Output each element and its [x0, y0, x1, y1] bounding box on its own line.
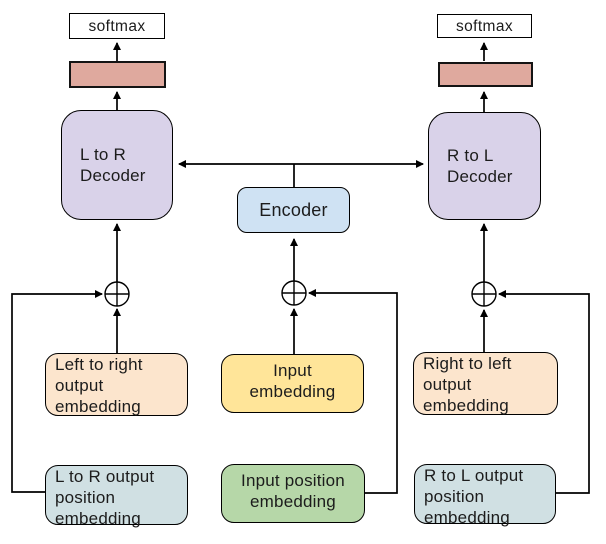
encoder-box: Encoder: [237, 187, 350, 233]
output-embedding-box-right: Right to left output embedding: [413, 352, 558, 415]
plus-circle-icon-center: [281, 280, 307, 306]
connector-position-to-add-right: [498, 290, 590, 494]
input-embedding-box: Input embedding: [221, 354, 364, 413]
softmax-box-right: softmax: [437, 14, 532, 38]
position-embedding-box-right: R to L output position embedding: [414, 464, 556, 527]
connector-position-to-add-left: [11, 290, 103, 493]
connector-position-to-add-center: [308, 289, 398, 494]
decoder-box-left: L to R Decoder: [61, 110, 173, 220]
projection-bar-right: [438, 62, 533, 87]
input-position-embedding-box: Input position embedding: [221, 464, 365, 523]
projection-bar-left: [69, 61, 166, 88]
position-embedding-box-left: L to R output position embedding: [45, 465, 188, 528]
output-embedding-box-left: Left to right output embedding: [45, 353, 188, 416]
softmax-box-left: softmax: [69, 13, 165, 39]
plus-circle-icon-right: [471, 281, 497, 307]
plus-circle-icon-left: [104, 281, 130, 307]
decoder-box-right: R to L Decoder: [428, 112, 541, 220]
